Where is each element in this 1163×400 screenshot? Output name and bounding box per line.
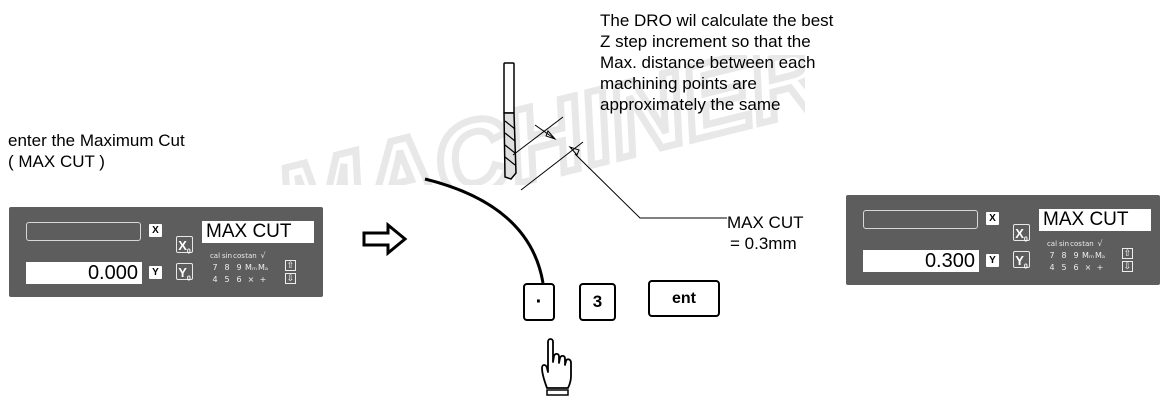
y-axis-key[interactable]: Y [149,266,162,279]
key-8[interactable]: 8 [224,263,230,272]
key-5[interactable]: 5 [224,275,230,284]
cal-key[interactable]: cal [1046,240,1058,248]
arrow-keys: ⇧ ⇩ [1122,248,1133,274]
dimension-label: MAX CUT = 0.3mm [727,212,804,254]
memory-key-a[interactable]: Mₐ [1094,251,1106,260]
workpiece-arc [424,177,545,284]
end-mill-icon [503,62,517,180]
tan-key[interactable]: tan [245,252,257,260]
left-caption-line-2: ( MAX CUT ) [8,152,105,171]
right-outline-arrow-icon [362,222,408,256]
left-caption-line-1: enter the Maximum Cut [8,131,185,150]
note-line-2: Z step increment so that the [600,32,811,51]
dimension-label-line-1: MAX CUT [727,213,804,232]
calculation-note: The DRO wil calculate the best Z step in… [600,10,833,115]
y-display: 0.000 [26,262,142,284]
multiply-key[interactable]: × [247,275,255,284]
cutting-diagram [424,62,727,284]
cal-key[interactable]: cal [209,252,221,260]
message-display: MAX CUT [1039,209,1151,231]
y-axis-key[interactable]: Y [986,254,999,267]
note-line-1: The DRO wil calculate the best [600,11,834,30]
dimension-label-line-2: = 0.3mm [730,234,797,253]
key-7[interactable]: 7 [212,263,218,272]
pointing-hand-icon [541,338,572,396]
memory-key-a[interactable]: Mₐ [257,263,269,272]
x-display [26,222,141,241]
arrow-up-icon[interactable]: ⇧ [285,260,296,271]
note-line-3: Max. distance between each [600,53,816,72]
x-axis-key[interactable]: X [986,212,999,225]
note-line-5: approximately the same [600,95,781,114]
key-6[interactable]: 6 [1073,263,1079,272]
y-zero-button[interactable]: Y0 [1013,251,1030,271]
x-axis-key[interactable]: X [149,224,162,237]
enter-key[interactable]: ent [648,280,720,317]
key-7[interactable]: 7 [1049,251,1055,260]
key-6[interactable]: 6 [236,275,242,284]
x-zero-button[interactable]: X0 [1013,224,1030,244]
three-key[interactable]: 3 [579,283,616,321]
y-display: 0.300 [863,250,979,272]
cos-key[interactable]: cos [233,252,245,260]
note-line-4: machining points are [600,74,757,93]
key-5[interactable]: 5 [1061,263,1067,272]
key-9[interactable]: 9 [1073,251,1079,260]
arrow-up-icon[interactable]: ⇧ [1122,248,1133,259]
decimal-point-key[interactable]: · [523,283,555,321]
cos-key[interactable]: cos [1070,240,1082,248]
sin-key[interactable]: sin [1058,240,1070,248]
arrow-down-icon[interactable]: ⇩ [285,273,296,284]
key-4[interactable]: 4 [212,275,218,284]
multiply-key[interactable]: × [1084,263,1092,272]
key-9[interactable]: 9 [236,263,242,272]
key-8[interactable]: 8 [1061,251,1067,260]
x-display [863,210,978,229]
plus-key[interactable]: + [1096,263,1104,272]
message-display: MAX CUT [202,221,314,243]
left-caption: enter the Maximum Cut ( MAX CUT ) [8,130,185,172]
memory-key-m[interactable]: Mₘ [245,263,257,272]
arrow-keys: ⇧ ⇩ [285,260,296,286]
sin-key[interactable]: sin [221,252,233,260]
key-4[interactable]: 4 [1049,263,1055,272]
x-zero-button[interactable]: X0 [176,236,193,256]
arrow-down-icon[interactable]: ⇩ [1122,261,1133,272]
tan-key[interactable]: tan [1082,240,1094,248]
plus-key[interactable]: + [259,275,267,284]
memory-key-m[interactable]: Mₘ [1082,251,1094,260]
sqrt-key[interactable]: √ [1097,239,1103,248]
y-zero-button[interactable]: Y0 [176,263,193,283]
sqrt-key[interactable]: √ [260,251,266,260]
